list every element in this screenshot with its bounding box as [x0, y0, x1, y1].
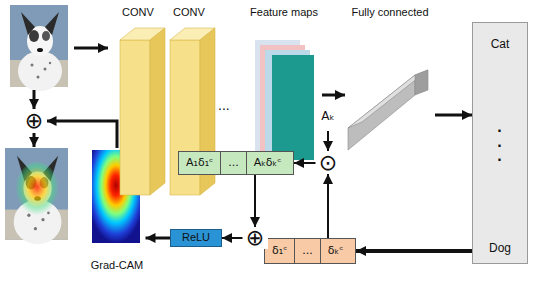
feature-maps: Feature maps	[246, 6, 322, 166]
node-text: Fully connected	[351, 6, 428, 19]
dot-group: ···	[497, 124, 502, 167]
activation-label: Aₖ	[321, 109, 334, 123]
node-text: ·	[497, 139, 502, 153]
node-text: ⊕	[25, 110, 43, 132]
flow-arrow	[47, 121, 118, 148]
fully-connected-bar	[348, 70, 428, 128]
conv-block	[150, 28, 165, 195]
multiply-operator: ⊙	[316, 152, 341, 174]
flow-arrow	[322, 94, 345, 97]
flow-arrow	[33, 133, 36, 147]
conv-block	[120, 40, 150, 195]
relu-box: ReLU	[170, 229, 222, 247]
input-photo	[10, 5, 68, 91]
ellipsis-label: ...	[218, 97, 230, 113]
node-text: δ₁ᶜ	[265, 239, 294, 263]
node-text: ·	[497, 153, 502, 167]
flow-arrow	[327, 174, 329, 238]
fully-connected-bar	[348, 70, 428, 150]
output-photo	[5, 148, 68, 244]
node-text: ·	[497, 124, 502, 138]
flow-arrow	[435, 114, 472, 117]
node-text: Aₖδₖᶜ	[246, 152, 289, 174]
node-text: ...	[220, 152, 246, 174]
flow-arrow	[327, 131, 329, 151]
flow-arrow	[146, 237, 171, 240]
node-text: ...	[294, 239, 320, 263]
fully-connected-layer: Fully connected	[345, 6, 435, 161]
node-text: CONV	[173, 6, 205, 19]
flow-arrow	[294, 162, 316, 164]
fully-connected-bar	[415, 70, 428, 95]
node-text: ⊙	[319, 152, 337, 174]
sum-operator: ⊕	[243, 227, 268, 249]
node-text: ⊕	[246, 227, 264, 249]
feature-map-stack	[272, 55, 314, 160]
output-photo	[15, 162, 59, 218]
node-text: Dog	[489, 241, 511, 255]
node-text: Feature maps	[250, 6, 318, 19]
input-photo	[10, 5, 68, 91]
node-text: ReLU	[182, 231, 210, 244]
node-text: Grad-CAM	[91, 259, 144, 272]
flow-arrow	[34, 48, 328, 151]
flow-arrow	[254, 175, 256, 227]
gradient-weights: δ₁ᶜ...δₖᶜ	[264, 238, 356, 264]
node-text: A₁δ₁ᶜ	[179, 152, 220, 174]
conv-block	[120, 28, 165, 195]
output-photo	[5, 148, 68, 244]
overlay-operator: ⊕	[22, 110, 47, 132]
class-output: Cat···Dog	[472, 22, 528, 264]
node-text: Cat	[491, 37, 510, 51]
weighted-maps: A₁δ₁ᶜ...Aₖδₖᶜ	[178, 151, 294, 175]
flow-arrow	[222, 237, 243, 239]
conv-layer: CONV	[113, 6, 163, 196]
node-text: δₖᶜ	[320, 239, 351, 263]
grad-cam-map: Grad-CAM	[89, 148, 146, 272]
flow-arrow	[33, 90, 36, 109]
flow-arrow	[74, 47, 108, 50]
flow-arrow	[356, 249, 472, 253]
feature-map-stack	[255, 40, 314, 160]
node-text: CONV	[122, 6, 154, 19]
